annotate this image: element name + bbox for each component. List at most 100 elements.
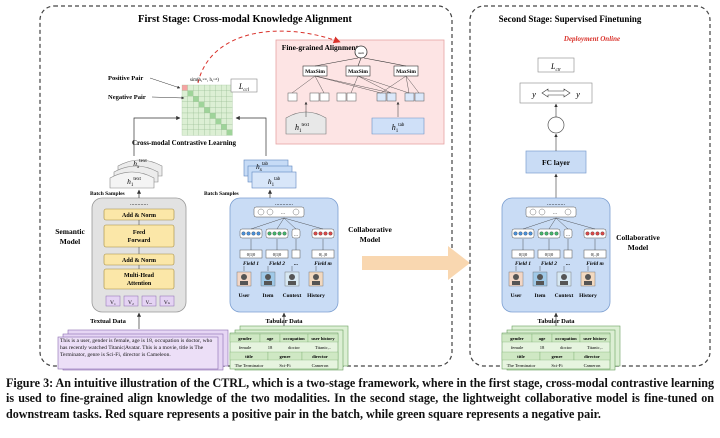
matrix-cell (209, 96, 216, 102)
svg-text:...: ... (281, 211, 285, 216)
table-cell: Titanic,.. (315, 345, 331, 351)
loss-ctr-label: Lctr (550, 62, 561, 73)
matrix-cell (221, 118, 227, 125)
matrix-cell (187, 101, 194, 108)
matrix-cell (198, 90, 205, 97)
matrix-cell (209, 118, 216, 125)
svg-text:h1text: h1text (127, 177, 141, 188)
matrix-cell (193, 90, 199, 97)
matrix-cell (198, 129, 205, 136)
stage2-title: Second Stage: Supervised Finetuning (499, 14, 642, 24)
table-header: title (517, 354, 525, 359)
loss-ccl-label: Lccl (238, 82, 250, 93)
table-header: user history (583, 336, 607, 341)
negative-pair-label: Negative Pair (108, 94, 146, 101)
table-cell: The Terminator (235, 363, 264, 368)
collab-label-1: Collaborative (348, 225, 392, 234)
matrix-cell (193, 124, 199, 130)
collab-dots: ............ (547, 201, 566, 207)
matrix-cell (204, 107, 211, 114)
matrix-cell (193, 84, 199, 91)
matrix-cell (215, 84, 222, 91)
pred-y-hat: y (531, 89, 536, 99)
pred-y: y (575, 89, 580, 99)
matrix-cell (204, 90, 211, 97)
maxsim-row: MaxSim MaxSim MaxSim (302, 65, 419, 77)
fc-layer-label: FC layer (542, 158, 571, 167)
collab-dots: ............ (275, 201, 294, 207)
token-row: V₁ V₂ V... Vₙ (105, 295, 175, 307)
ctrl-framework-figure: First Stage: Cross-modal Knowledge Align… (39, 5, 711, 371)
svg-text:Forward: Forward (128, 238, 151, 244)
positive-pair-label: Positive Pair (108, 75, 143, 82)
matrix-cell (198, 84, 205, 91)
fine-grained-link (197, 30, 341, 84)
matrix-cell (181, 124, 188, 130)
batch-samples-text: Batch Samples (90, 191, 125, 197)
matrix-cell (221, 96, 227, 102)
matrix-cell (226, 112, 233, 119)
collab2-label-1: Collaborative (616, 233, 660, 242)
table-header: director (312, 354, 328, 359)
matrix-cell (193, 112, 199, 119)
matrix-cell (187, 129, 194, 136)
matrix-cell (226, 124, 233, 130)
similarity-matrix (181, 84, 233, 136)
matrix-cell (215, 124, 222, 130)
matrix-cell (193, 101, 199, 108)
matrix-cell (181, 96, 188, 102)
svg-text:MaxSim: MaxSim (305, 69, 325, 75)
table-cell: female (511, 345, 524, 350)
svg-text:...: ... (566, 233, 570, 238)
textual-data-label: Textual Data (90, 318, 126, 325)
table-cell: Titanic,.. (587, 345, 603, 351)
table-header: director (584, 354, 600, 359)
matrix-cell (215, 96, 222, 102)
table-cell: Cameron (584, 363, 602, 368)
table-cell: Cameron (312, 363, 330, 368)
tabular-data-label: Tabular Data (265, 318, 303, 325)
matrix-cell (209, 107, 216, 114)
matrix-cell (198, 101, 205, 108)
figure-caption: Figure 3: An intuitive illustration of t… (6, 376, 714, 422)
collab2-label-2: Model (628, 243, 648, 252)
matrix-cell (215, 90, 222, 97)
figure-number: Figure 3: (6, 376, 54, 390)
table-header: gender (510, 336, 524, 341)
text-embedding-stack: hxtext h1text (109, 159, 163, 189)
matrix-cell (209, 112, 216, 119)
loss-ctr-box (537, 57, 575, 73)
svg-text:Vₙ: Vₙ (164, 300, 171, 306)
semantic-dots: ............ (130, 201, 149, 207)
matrix-cell (226, 129, 233, 136)
matrix-cell (204, 101, 211, 108)
fine-grained-title: Fine-grained Alignment (282, 43, 359, 52)
table-cell: 18 (268, 345, 273, 350)
svg-text:h1tab: h1tab (268, 177, 281, 188)
svg-text:0|1|0: 0|1|0 (545, 252, 554, 257)
field-label: ... (566, 261, 570, 267)
h1-tab-shape (371, 117, 425, 135)
matrix-cell (193, 129, 199, 136)
matrix-cell (226, 107, 233, 114)
h1-tab-label: h1tab (392, 123, 405, 134)
h1-text-shape (285, 111, 327, 135)
field-label: ... (294, 261, 298, 267)
icon-label: Item (263, 293, 274, 299)
fine-grained-tokens (287, 92, 425, 102)
matrix-cell (215, 112, 222, 119)
collab-label-2: Model (360, 235, 380, 244)
textual-data-stack (57, 329, 229, 371)
field-label: Field m (586, 261, 604, 267)
matrix-cell (204, 118, 211, 125)
stage1-panel (39, 5, 453, 367)
matrix-cell (193, 107, 199, 114)
matrix-cell (181, 118, 188, 125)
icon-label: Item (535, 293, 546, 299)
matrix-cell (209, 84, 216, 91)
matrix-cell (221, 112, 227, 119)
matrix-cell (226, 101, 233, 108)
